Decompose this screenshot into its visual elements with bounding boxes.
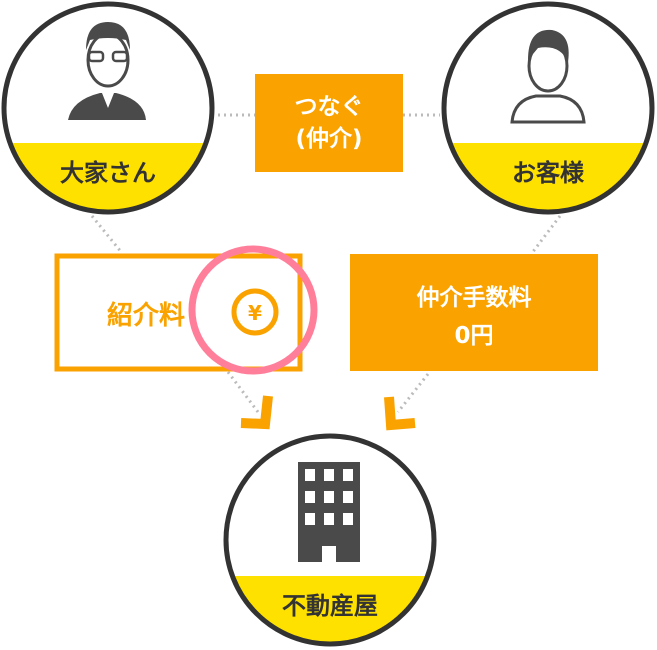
node-agency: 不動産屋 (223, 433, 437, 647)
person-icon (510, 29, 586, 124)
brokerage-fee-box: 仲介手数料 0円 (350, 254, 598, 371)
arrow-head-right (384, 396, 416, 431)
building-icon (298, 462, 360, 562)
node-label-agency: 不動産屋 (282, 592, 378, 620)
fee-line1: 仲介手数料 (417, 284, 532, 311)
referral-fee-box: 紹介料 ¥ (54, 245, 318, 375)
connect-line1: つなぐ (295, 94, 364, 120)
yen-symbol: ¥ (248, 301, 262, 325)
node-landlord: 大家さん (1, 1, 215, 215)
node-label-landlord: 大家さん (60, 159, 156, 187)
connect-line2: (仲介) (295, 125, 362, 152)
node-label-customer: お客様 (512, 159, 585, 187)
referral-label: 紹介料 (107, 300, 185, 331)
yen-coin-icon: ¥ (231, 288, 279, 336)
connect-box: つなぐ (仲介) (255, 74, 403, 172)
fee-line2: 0円 (454, 323, 493, 349)
arrow-head-left (240, 395, 273, 430)
dotted-connectors (90, 113, 562, 413)
node-customer: お客様 (441, 1, 655, 215)
highlight-ring (188, 245, 318, 375)
businessman-icon (68, 22, 146, 120)
